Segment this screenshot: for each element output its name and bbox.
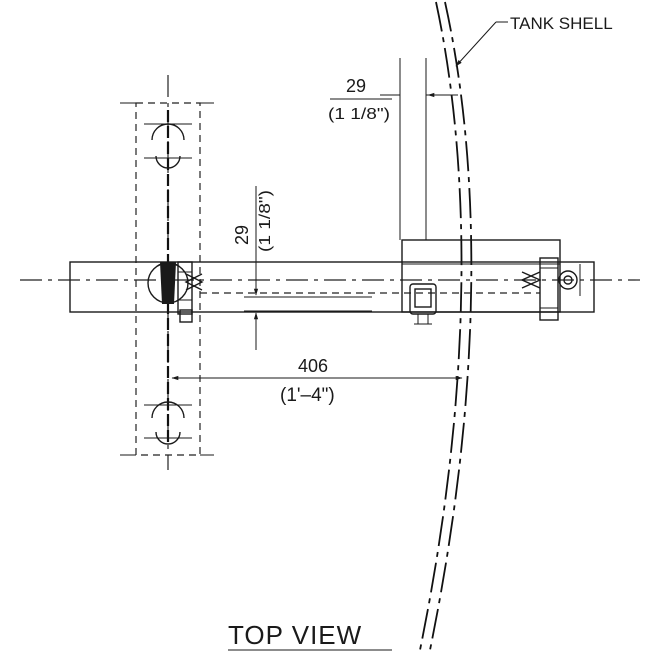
left-clamp: [147, 261, 204, 323]
dim-vert-mm: 29: [232, 225, 252, 245]
tank-shell-curve: [419, 1, 473, 651]
view-title: TOP VIEW: [228, 620, 362, 650]
bottom-hole: [144, 401, 192, 445]
clip-plate: [401, 239, 561, 313]
right-clamp: [520, 257, 581, 321]
dimension-vertical-29: [244, 186, 372, 350]
dim-vert-inch: (1 1/8"): [257, 190, 274, 252]
dim-horiz-inch: (1'–4"): [280, 385, 335, 406]
tank-shell-leader: [455, 21, 508, 67]
dim-top-mm: 29: [346, 76, 366, 96]
dim-horiz-mm: 406: [298, 356, 328, 376]
horizontal-beam: [20, 261, 640, 313]
top-hole: [144, 123, 192, 169]
dimension-top-29: [380, 58, 458, 240]
dim-top-inch: (1 1/8"): [328, 106, 390, 123]
tank-shell-label: TANK SHELL: [510, 14, 613, 33]
square-lug: [409, 283, 437, 325]
